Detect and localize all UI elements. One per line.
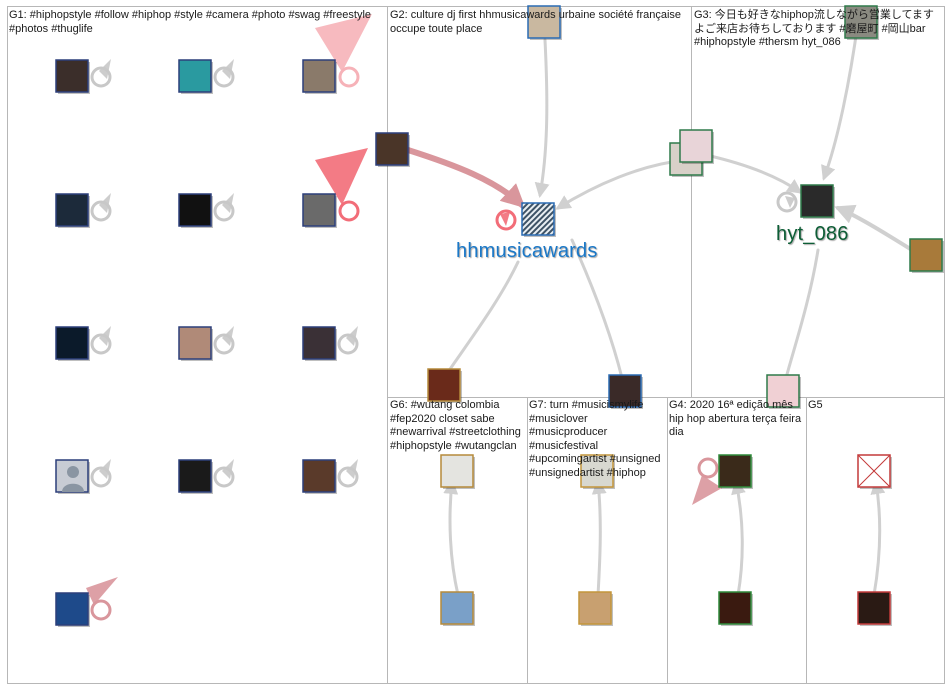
self-loop-g1-12 <box>92 601 110 619</box>
node-g1-6 <box>56 327 88 359</box>
edge-g3-to-hyt <box>706 155 800 192</box>
edge-g3-to-hub <box>558 160 685 208</box>
group-label-g4: G4: 2020 16ª edição mês hip hop abertura… <box>669 399 803 440</box>
node-g4-mid <box>719 455 751 487</box>
edge-g4-up <box>736 482 742 595</box>
group-box-g4 <box>668 398 807 684</box>
group-box-g5 <box>807 398 945 684</box>
node-g1-3 <box>56 194 88 226</box>
node-g1-0 <box>56 60 88 92</box>
node-g1-10 <box>179 460 211 492</box>
node-g6-top <box>428 369 460 401</box>
edge-g1-to-hub <box>408 150 522 205</box>
edge-g2top-to-hub <box>540 40 547 195</box>
node-g1-7 <box>179 327 211 359</box>
node-g1-12 <box>56 593 88 625</box>
self-loop-hub-cone <box>500 212 510 226</box>
self-loop-g1-2 <box>340 68 358 86</box>
edge-hyt-to-g4 <box>786 250 818 378</box>
edge-g5-up <box>874 482 880 595</box>
node-hhmusicawards <box>522 203 554 235</box>
node-g1-5 <box>303 194 335 226</box>
node-g3-food <box>910 239 942 271</box>
self-loop-g4 <box>699 459 717 477</box>
node-hyt_086 <box>801 185 833 217</box>
self-loop-g4-cone <box>692 475 722 505</box>
group-label-g7: G7: turn #musicismylife #musiclover #mus… <box>529 399 663 481</box>
node-g7-bottom <box>579 592 611 624</box>
edge-g7-up <box>598 482 600 595</box>
node-g6-mid <box>441 455 473 487</box>
node-g1-8 <box>303 327 335 359</box>
hub-label-hyt_086: hyt_086 <box>776 223 849 246</box>
hub-label-hhmusicawards: hhmusicawards <box>456 240 598 263</box>
edge-food-to-hyt <box>838 208 912 250</box>
group-label-g3: G3: 今日も好きなhiphop流しながら営業してますよご来店お待ちしております… <box>694 9 942 50</box>
edge-hub-to-g6 <box>448 262 518 372</box>
node-g4-bottom <box>719 592 751 624</box>
group-label-g5: G5 <box>808 399 848 413</box>
node-g1-4 <box>179 194 211 226</box>
group-box-g2 <box>388 7 692 398</box>
node-g1-11 <box>303 460 335 492</box>
node-g1-2 <box>303 60 335 92</box>
node-g3-b <box>680 130 712 162</box>
node-g5-bottom <box>858 592 890 624</box>
node-g1-link <box>376 133 408 165</box>
node-g6-bottom <box>441 592 473 624</box>
group-label-g6: G6: #wutang colombia #fep2020 closet sab… <box>390 399 524 453</box>
node-g1-1 <box>179 60 211 92</box>
avatar-head <box>67 466 79 478</box>
edge-g6-up <box>450 482 458 595</box>
group-label-g1: G1: #hiphopstyle #follow #hiphop #style … <box>9 9 381 36</box>
self-loop-hyt <box>778 193 796 211</box>
self-loop-g1-5 <box>340 202 358 220</box>
group-label-g2: G2: culture dj first hhmusicawards urbai… <box>390 9 686 36</box>
